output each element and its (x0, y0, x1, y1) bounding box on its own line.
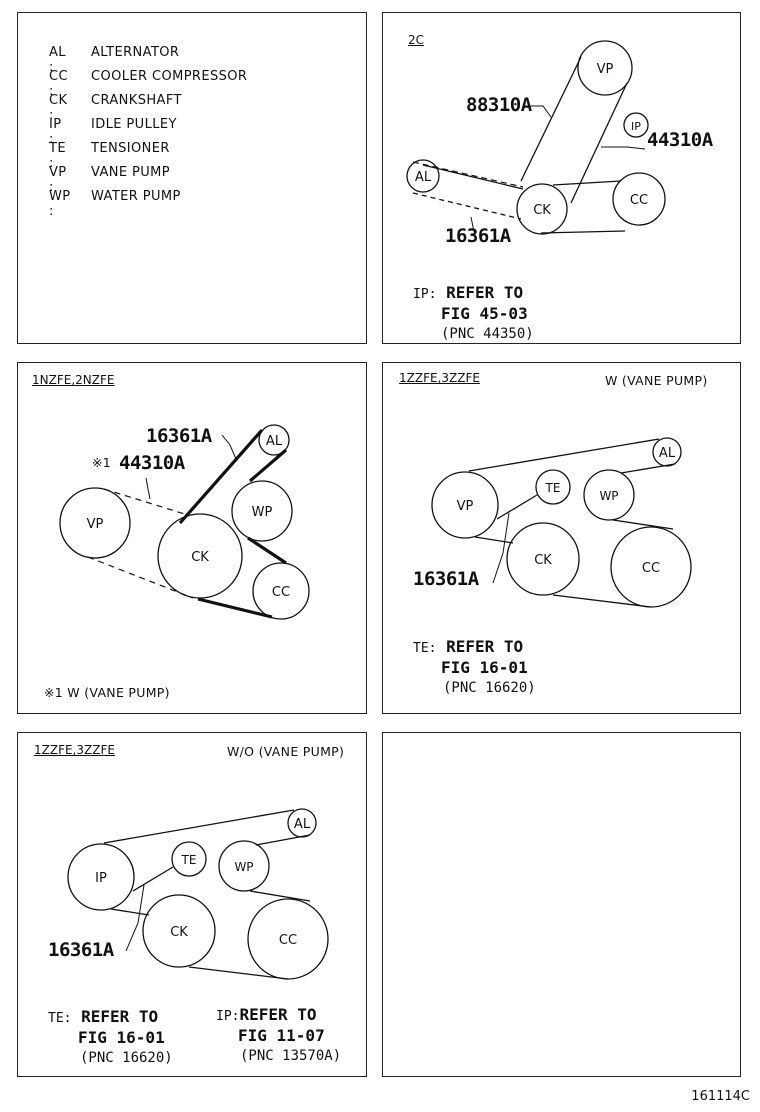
option-label: W/O (VANE PUMP) (227, 744, 345, 759)
empty-panel (382, 732, 741, 1077)
ip-label: IP (631, 120, 641, 133)
alternator-pulley (258, 424, 290, 456)
part-number-44310a: 44310A (647, 129, 713, 151)
part-number-16361a: 16361A (146, 425, 212, 447)
cooler-compressor-pulley (612, 172, 666, 226)
refer-note-ip: IP: REFER TO FIG 45-03 (PNC 44350) (413, 283, 534, 342)
ck-label: CK (534, 553, 552, 568)
note-mark: ※1 (92, 455, 112, 470)
water-pump-pulley (218, 840, 270, 892)
part-number-16361a: 16361A (445, 225, 511, 247)
vane-pump-pulley (59, 487, 131, 559)
cc-label: CC (630, 193, 648, 208)
water-pump-pulley (583, 469, 635, 521)
crankshaft-pulley (142, 894, 216, 968)
tensioner-pulley (171, 841, 207, 877)
ck-label: CK (191, 550, 209, 565)
vane-pump-pulley (577, 40, 633, 96)
belt-diagram-zzfe-w: VP TE WP AL CK CC (431, 437, 692, 608)
wp-label: WP (252, 505, 273, 520)
al-label: AL (294, 817, 311, 832)
cc-label: CC (272, 585, 290, 600)
legend-panel: AL :ALTERNATOR CC :COOLER COMPRESSOR CK … (17, 12, 367, 344)
te-label: TE (545, 481, 561, 495)
panel-zzfe-w: 1ZZFE,3ZZFE W (VANE PUMP) VP TE WP AL CK… (382, 362, 741, 714)
vp-label: VP (457, 499, 474, 514)
footnote: ※1 W (VANE PUMP) (44, 685, 170, 700)
al-label: AL (266, 434, 283, 449)
panel-nzfe: 1NZFE,2NZFE VP CK WP CC AL 16361A ※1 443… (17, 362, 367, 714)
option-label: W (VANE PUMP) (605, 373, 708, 388)
part-number-16361a: 16361A (48, 939, 114, 961)
belt-diagram-nzfe: VP CK WP CC AL (59, 424, 310, 620)
cooler-compressor-pulley (252, 562, 310, 620)
part-number-88310a: 88310A (466, 94, 532, 116)
vane-pump-pulley (431, 471, 499, 539)
belt-diagram-zzfe-wo: IP TE WP AL CK CC (67, 808, 329, 980)
engine-tag: 1ZZFE,3ZZFE (399, 371, 480, 385)
al-label: AL (415, 170, 432, 185)
idle-pulley (623, 112, 649, 138)
crankshaft-pulley (506, 522, 580, 596)
crankshaft-pulley (516, 183, 568, 235)
panel-zzfe-wo: 1ZZFE,3ZZFE W/O (VANE PUMP) IP TE WP AL … (17, 732, 367, 1077)
ip-label: IP (95, 871, 107, 886)
ck-label: CK (170, 925, 188, 940)
idle-pulley (67, 843, 135, 911)
alternator-pulley (406, 159, 440, 193)
engine-tag: 1NZFE,2NZFE (32, 373, 115, 387)
cc-label: CC (642, 561, 660, 576)
engine-tag: 2C (408, 33, 425, 47)
refer-note-ip: IP:REFER TO FIG 11-07 (PNC 13570A) (216, 1005, 342, 1064)
ck-label: CK (533, 203, 551, 218)
alternator-pulley (652, 437, 682, 467)
cc-label: CC (279, 933, 297, 948)
refer-note-te: TE: REFER TO FIG 16-01 (PNC 16620) (48, 1007, 173, 1066)
vp-label: VP (87, 517, 104, 532)
wp-label: WP (599, 489, 618, 503)
figure-id: 161114C (691, 1089, 750, 1104)
belt-diagram-2c: VP IP AL CK CC (406, 40, 666, 236)
part-number-16361a: 16361A (413, 568, 479, 590)
vp-label: VP (597, 62, 614, 77)
part-number-44310a: 44310A (119, 452, 185, 474)
panel-2c: 2C VP IP AL CK CC 88310A 44310A 16361A I… (382, 12, 741, 344)
tensioner-pulley (535, 469, 571, 505)
al-label: AL (659, 446, 676, 461)
engine-tag: 1ZZFE,3ZZFE (34, 743, 115, 757)
water-pump-pulley (231, 480, 293, 542)
refer-note-te: TE: REFER TO FIG 16-01 (PNC 16620) (413, 637, 536, 696)
wp-label: WP (234, 860, 253, 874)
te-label: TE (181, 853, 197, 867)
